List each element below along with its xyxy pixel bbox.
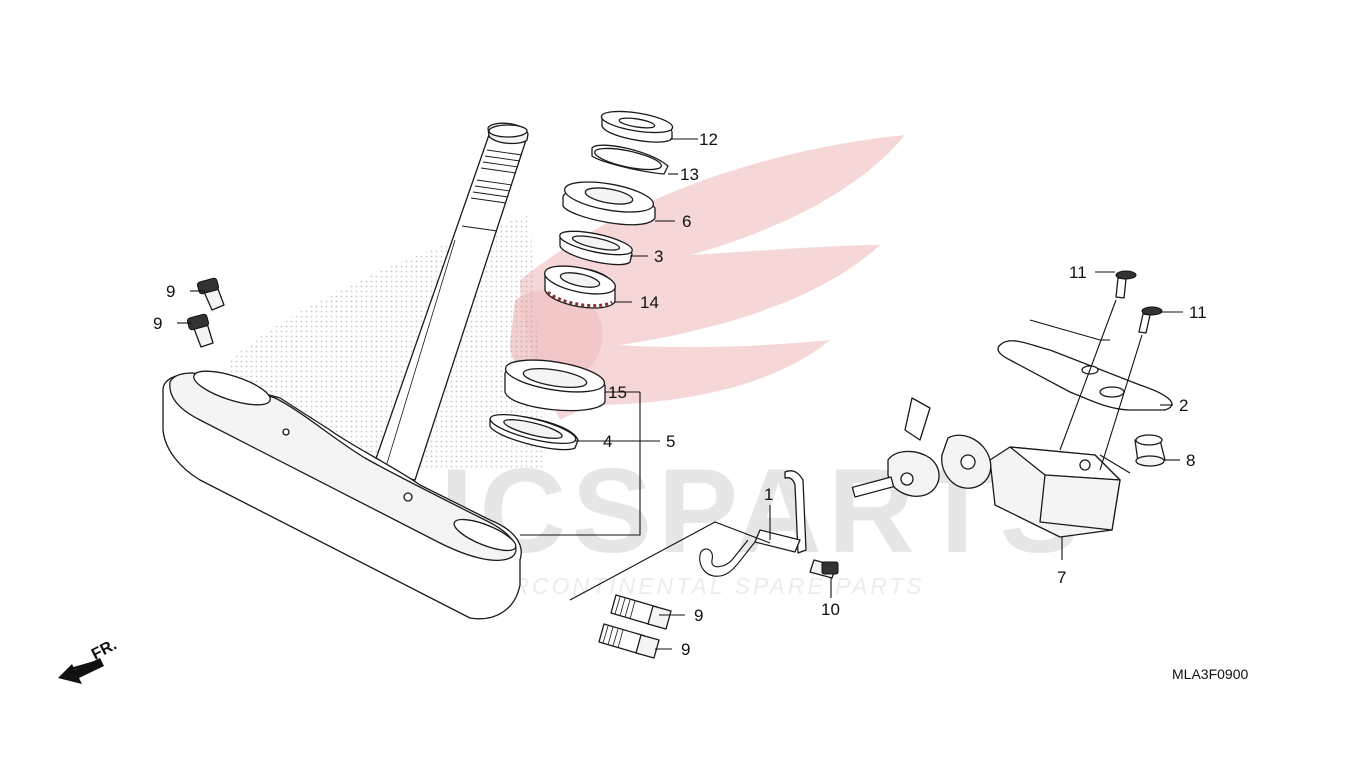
callout-2: 2 xyxy=(1179,396,1188,415)
lower-bearing xyxy=(489,359,606,451)
callout-1: 1 xyxy=(764,485,773,504)
callout-11-b: 11 xyxy=(1189,303,1207,322)
callout-11-a: 11 xyxy=(1069,263,1087,282)
watermark-tagline: INTERCONTINENTAL SPARE PARTS xyxy=(448,573,925,599)
callouts: 12 13 6 3 14 15 4 5 1 10 9 9 9 9 11 11 2… xyxy=(153,130,1207,659)
callout-12: 12 xyxy=(699,130,718,149)
callout-13: 13 xyxy=(680,165,699,184)
callout-8: 8 xyxy=(1186,451,1195,470)
bolt-10 xyxy=(809,559,839,579)
callout-6: 6 xyxy=(682,212,691,231)
bottom-bridge xyxy=(162,370,522,620)
screw-11-a xyxy=(1115,270,1137,299)
callout-9-d: 9 xyxy=(681,640,690,659)
callout-7: 7 xyxy=(1057,568,1066,587)
bearing-stack xyxy=(544,110,674,309)
callout-10: 10 xyxy=(821,600,840,619)
bolt-9-upper-2 xyxy=(186,313,214,348)
diagram-code: MLA3F0900 xyxy=(1172,666,1248,682)
callout-9-c: 9 xyxy=(694,606,703,625)
leader-lines xyxy=(177,138,1183,650)
front-direction-label: FR. xyxy=(89,636,120,663)
callout-9-b: 9 xyxy=(153,314,162,333)
callout-5: 5 xyxy=(666,432,675,451)
callout-9-a: 9 xyxy=(166,282,175,301)
steering-stem xyxy=(371,122,529,481)
front-arrow: FR. xyxy=(58,636,120,684)
ignition-switch xyxy=(851,340,1173,538)
callout-4: 4 xyxy=(603,432,612,451)
callout-15: 15 xyxy=(608,383,627,402)
callout-14: 14 xyxy=(640,293,659,312)
callout-3: 3 xyxy=(654,247,663,266)
bolt-9-upper xyxy=(196,277,225,311)
bolt-9-lower xyxy=(610,594,672,630)
bolt-9-lower-2 xyxy=(598,623,660,659)
screw-11-b xyxy=(1138,306,1163,334)
